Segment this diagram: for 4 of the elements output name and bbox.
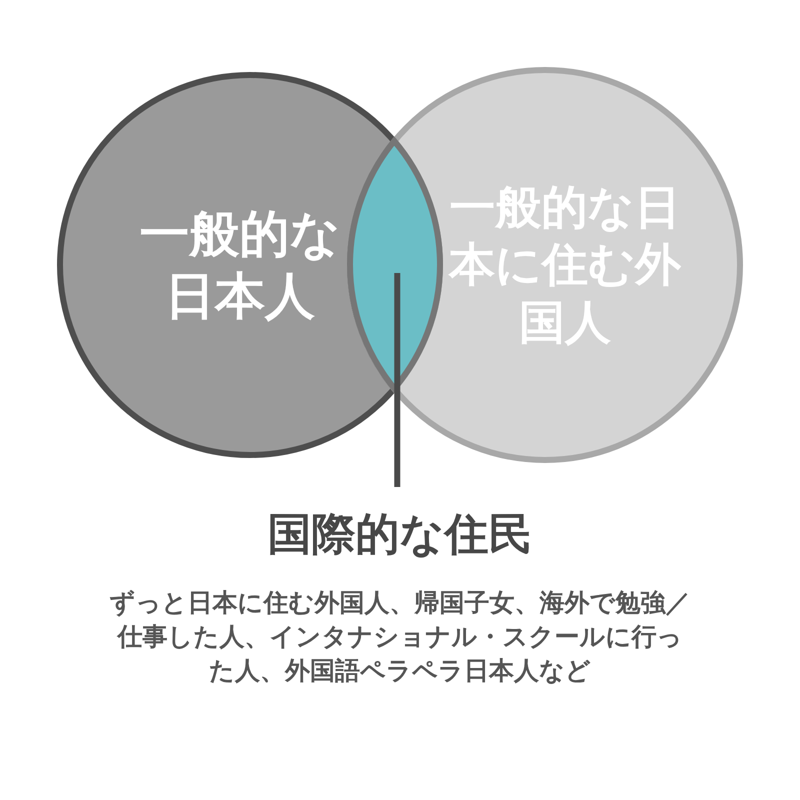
leader-line [394,273,400,487]
description: ずっと日本に住む外国人、帰国子女、海外で勉強／仕事した人、インタナショナル・スクールに行った人、外国語ペラペラ日本人など [108,587,692,686]
circle-label: 一般的な日本人 [138,204,342,327]
heading: 国際的な住民 [268,508,532,562]
